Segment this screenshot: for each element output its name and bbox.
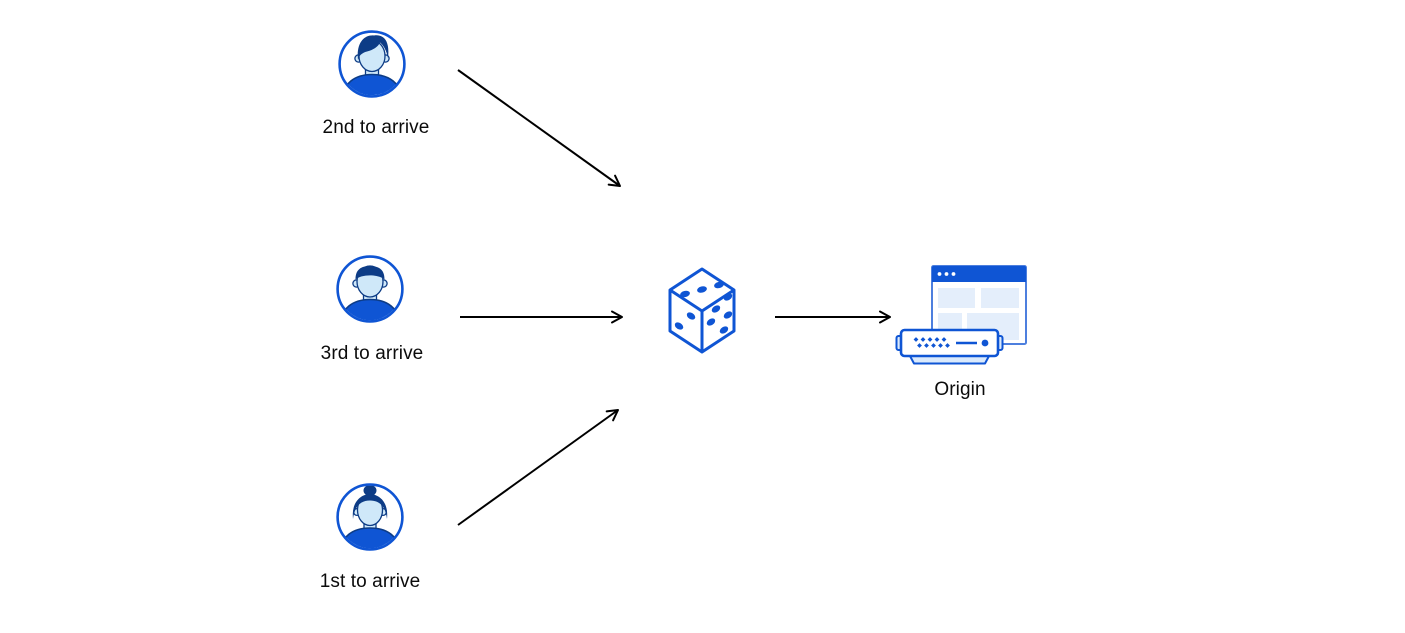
arrow-client2-to-dice [457, 69, 621, 187]
server-unit-icon [895, 328, 1004, 365]
client-label: 1st to arrive [319, 571, 421, 592]
client-label: 3rd to arrive [320, 343, 424, 364]
user-male-swept-hair-avatar-icon [338, 30, 406, 98]
origin-label: Origin [934, 379, 986, 400]
client-label: 2nd to arrive [322, 117, 430, 138]
dice-icon [668, 267, 736, 354]
user-male-short-hair-avatar-icon [336, 255, 404, 323]
arrow-client1-to-dice [457, 409, 619, 526]
user-female-bun-hair-avatar-icon [336, 483, 404, 551]
origin-server-browser-icon [895, 265, 1027, 365]
